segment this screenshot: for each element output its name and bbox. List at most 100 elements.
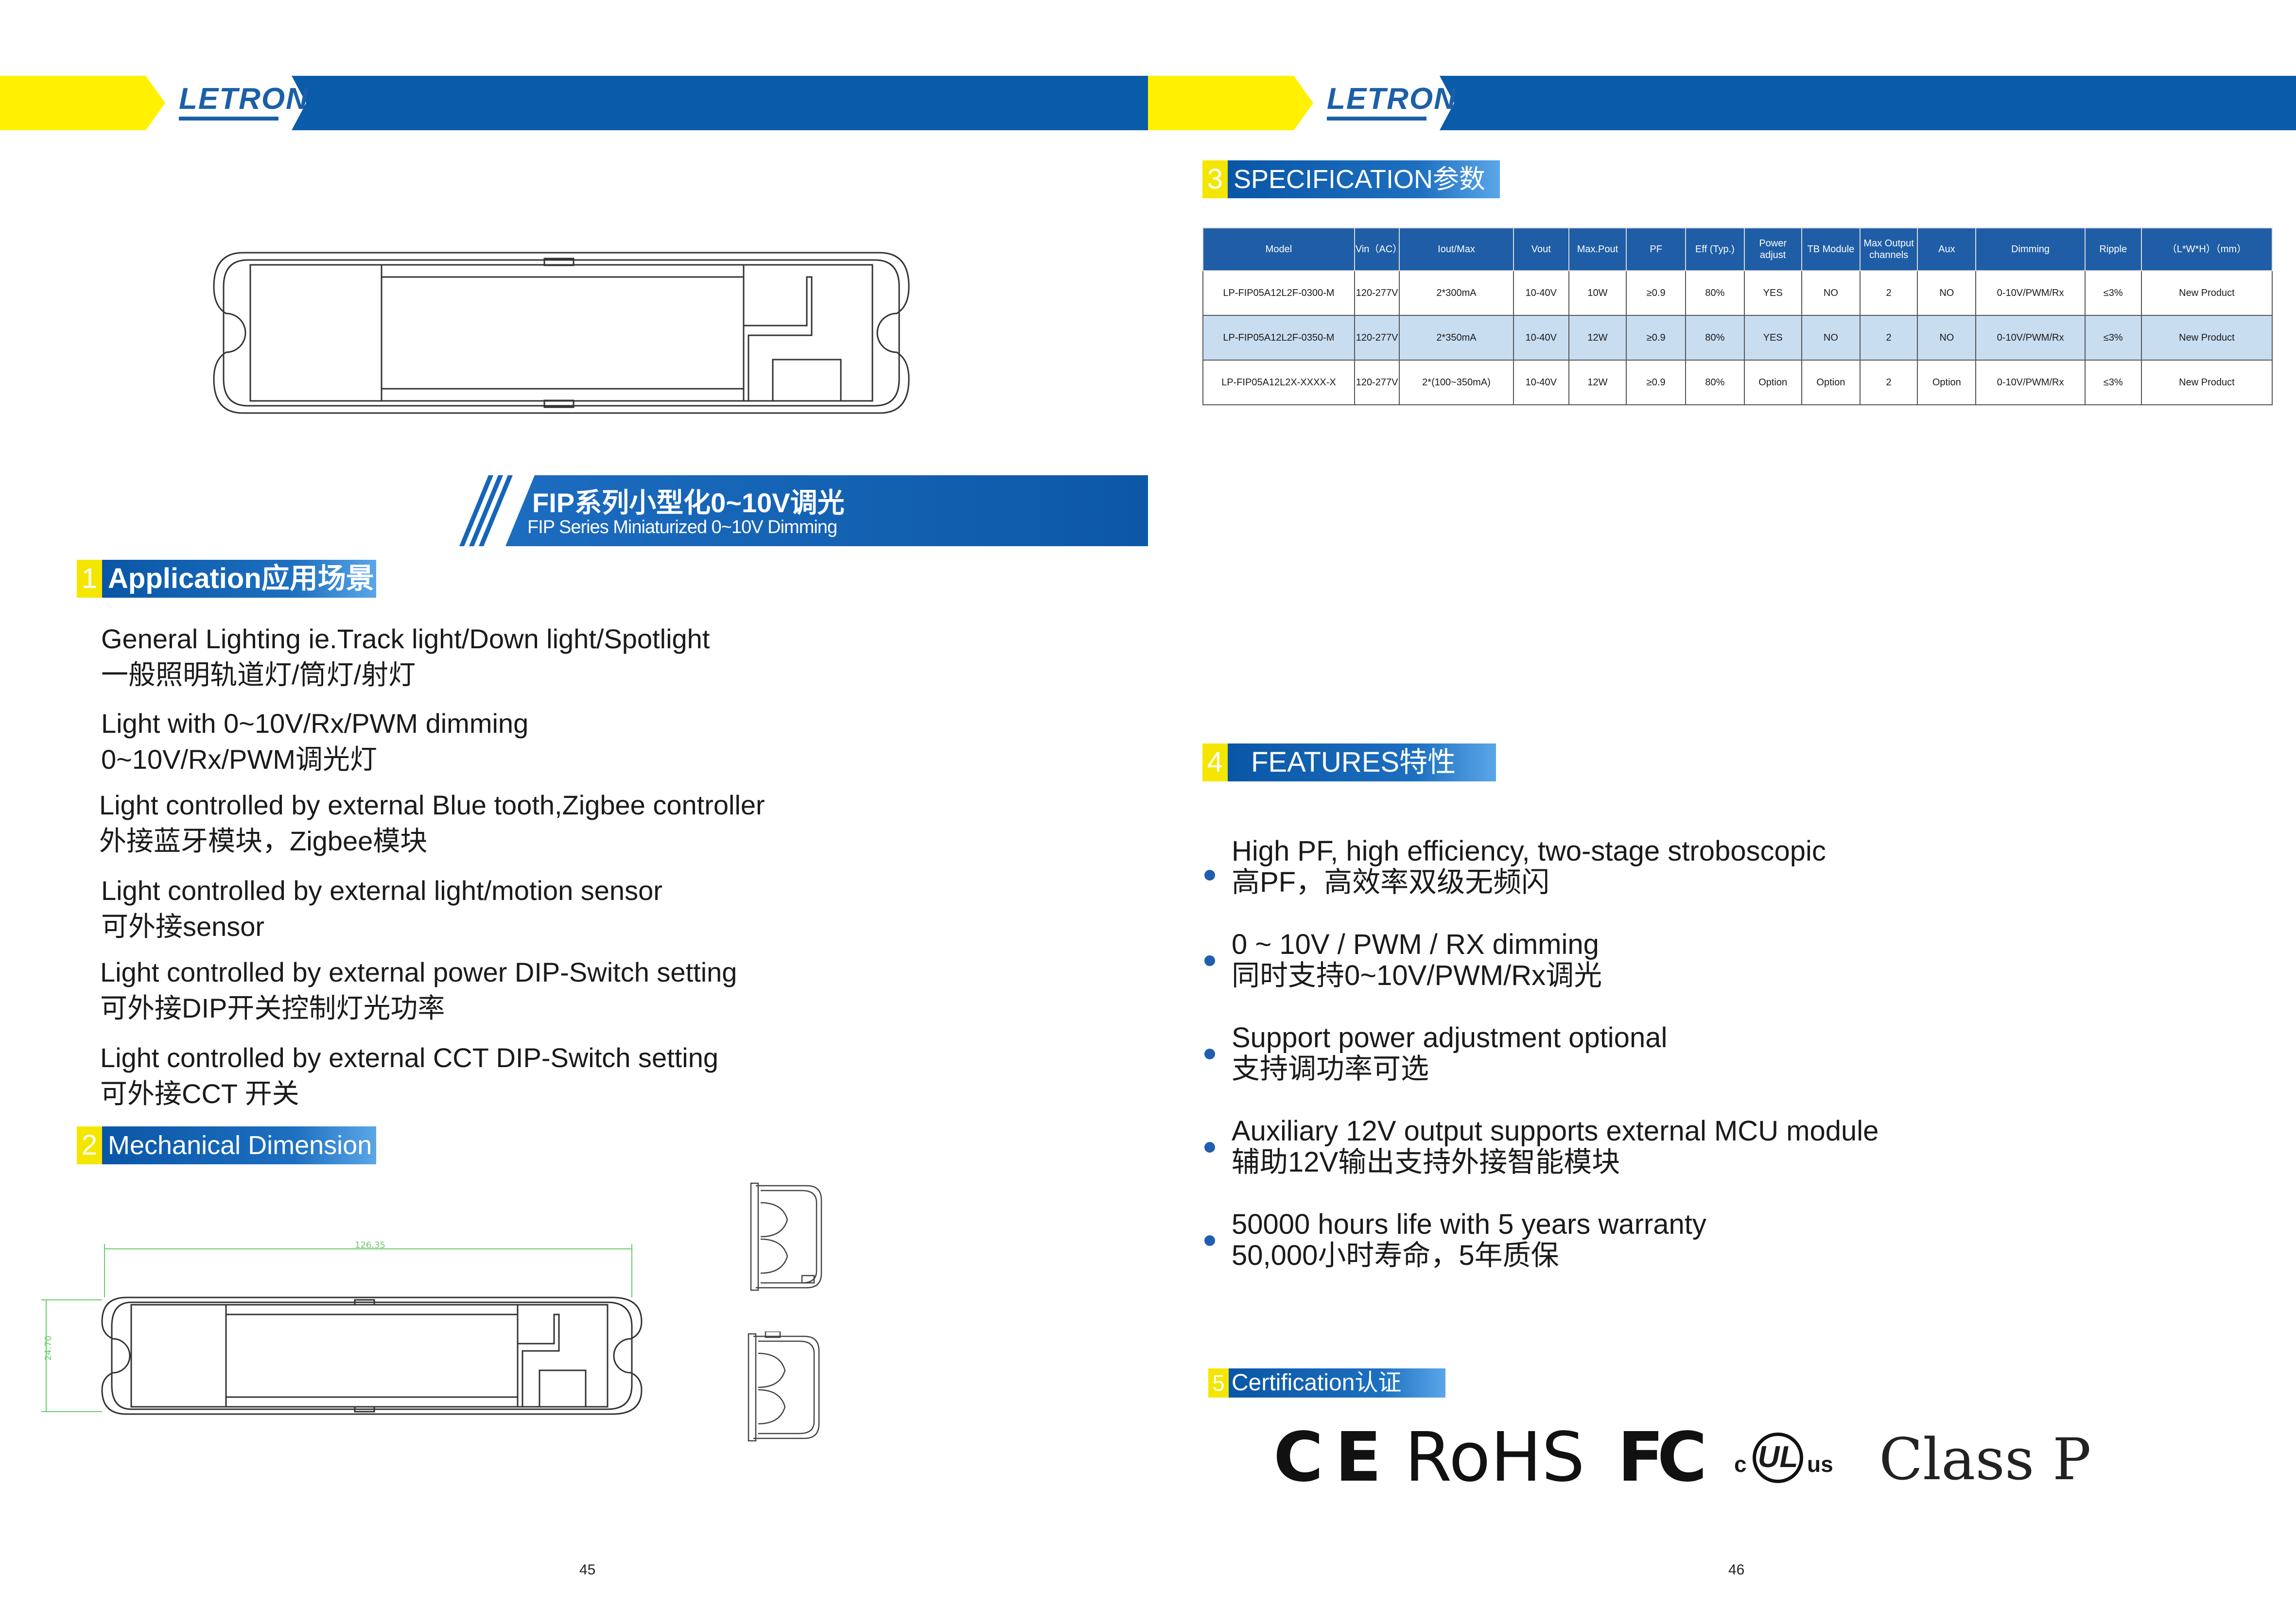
application-item-zh: 外接蓝牙模块，Zigbee模块 bbox=[99, 826, 428, 856]
features-title: FEATURES特性 bbox=[1228, 743, 1496, 781]
spec-cell: 2*(100~350mA) bbox=[1399, 360, 1514, 405]
feature-item-zh: 50,000小时寿命，5年质保 bbox=[1232, 1240, 1559, 1271]
spec-cell: NO bbox=[1917, 315, 1977, 361]
spec-cell: LP-FIP05A12L2F-0350-M bbox=[1202, 315, 1355, 361]
spec-cell: 2 bbox=[1860, 360, 1918, 405]
spec-cell: ≤3% bbox=[2084, 315, 2142, 361]
application-item-en: Light controlled by external Blue tooth,… bbox=[99, 790, 765, 820]
application-item-zh: 一般照明轨道灯/筒灯/射灯 bbox=[101, 659, 416, 690]
bullet-icon bbox=[1204, 1142, 1215, 1153]
application-item-zh: 0~10V/Rx/PWM调光灯 bbox=[101, 744, 377, 775]
header-right-blue bbox=[1440, 76, 2296, 130]
logo-right: LETRON bbox=[1327, 82, 1457, 116]
spec-number: 3 bbox=[1202, 160, 1228, 198]
spec-cell: LP-FIP05A12L2X-XXXX-X bbox=[1202, 360, 1355, 405]
spec-header: Max.Pout bbox=[1568, 227, 1627, 271]
dim-length-label: 126.35 bbox=[355, 1240, 385, 1250]
bullet-icon bbox=[1204, 955, 1215, 966]
spec-cell: YES bbox=[1743, 315, 1802, 361]
spec-cell: ≥0.9 bbox=[1626, 315, 1687, 361]
cul-us-label: us bbox=[1807, 1451, 1833, 1477]
application-item-zh: 可外接DIP开关控制灯光功率 bbox=[100, 993, 445, 1023]
spec-cell: YES bbox=[1743, 270, 1802, 316]
application-item: Light controlled by external power DIP-S… bbox=[100, 954, 737, 1026]
spec-cell: 80% bbox=[1685, 270, 1745, 316]
application-item: Light controlled by external CCT DIP-Swi… bbox=[100, 1040, 718, 1112]
spec-header: Ripple bbox=[2084, 227, 2142, 271]
spec-cell: New Product bbox=[2140, 270, 2273, 316]
feature-item-en: Auxiliary 12V output supports external M… bbox=[1232, 1115, 1879, 1147]
spec-cell: 0-10V/PWM/Rx bbox=[1975, 270, 2086, 316]
class-p-mark: Class P bbox=[1879, 1426, 2091, 1493]
application-item-zh: 可外接sensor bbox=[101, 911, 265, 942]
banner-title: FIP系列小型化0~10V调光 bbox=[532, 487, 845, 518]
spec-header: Vout bbox=[1513, 227, 1569, 271]
header-left-logo-area bbox=[160, 76, 296, 130]
spec-cell: 2 bbox=[1860, 315, 1918, 361]
spec-table-header-row: Model Vin（AC） Iout/Max Vout Max.Pout PF … bbox=[1202, 227, 2273, 271]
spec-cell: 2 bbox=[1860, 270, 1918, 316]
spec-cell: 120-277V bbox=[1354, 360, 1400, 405]
cert-number: 5 bbox=[1208, 1368, 1229, 1398]
feature-item: 50000 hours life with 5 years warranty 5… bbox=[1202, 1209, 1706, 1271]
spec-cell: 2*300mA bbox=[1399, 270, 1514, 316]
spec-header: Dimming bbox=[1975, 227, 2086, 271]
feature-item-en: High PF, high efficiency, two-stage stro… bbox=[1232, 835, 1826, 867]
spec-cell: ≥0.9 bbox=[1626, 360, 1687, 405]
feature-item-en: 50000 hours life with 5 years warranty bbox=[1232, 1209, 1706, 1240]
application-number: 1 bbox=[77, 560, 102, 598]
spec-cell: 0-10V/PWM/Rx bbox=[1975, 315, 2086, 361]
feature-item-zh: 辅助12V输出支持外接智能模块 bbox=[1232, 1146, 1620, 1178]
application-item: Light controlled by external Blue tooth,… bbox=[99, 787, 765, 859]
spec-cell: Option bbox=[1743, 360, 1802, 405]
spec-cell: 10-40V bbox=[1513, 270, 1569, 316]
logo-left: LETRON bbox=[179, 82, 309, 116]
application-item: General Lighting ie.Track light/Down lig… bbox=[101, 621, 710, 693]
spec-header: PF bbox=[1626, 227, 1687, 271]
header-left-yellow bbox=[0, 76, 165, 130]
spec-cell: 80% bbox=[1685, 360, 1745, 405]
features-number: 4 bbox=[1202, 743, 1228, 781]
spec-cell: 12W bbox=[1568, 315, 1627, 361]
side-view-drawing-top bbox=[750, 1182, 822, 1291]
spec-cell: 80% bbox=[1685, 315, 1745, 361]
application-item-en: Light with 0~10V/Rx/PWM dimming bbox=[101, 708, 529, 739]
feature-item-zh: 同时支持0~10V/PWM/Rx调光 bbox=[1232, 960, 1602, 991]
spec-cell: ≤3% bbox=[2084, 270, 2142, 316]
spec-cell: New Product bbox=[2140, 315, 2273, 361]
spec-cell: LP-FIP05A12L2F-0300-M bbox=[1202, 270, 1355, 316]
spec-title: SPECIFICATION参数 bbox=[1228, 160, 1500, 198]
feature-item-zh: 支持调功率可选 bbox=[1232, 1053, 1429, 1085]
spec-cell: 12W bbox=[1568, 360, 1627, 405]
spec-cell: 10W bbox=[1568, 270, 1627, 316]
mechanical-title: Mechanical Dimension bbox=[102, 1126, 376, 1164]
spec-cell: 120-277V bbox=[1354, 270, 1400, 316]
application-item: Light controlled by external light/motio… bbox=[101, 873, 662, 945]
logo-right-underline bbox=[1327, 117, 1426, 121]
logo-left-underline bbox=[179, 117, 278, 121]
mechanical-dimension-drawing: 126.35 24.70 bbox=[41, 1240, 643, 1415]
header-right-yellow bbox=[1148, 76, 1313, 130]
spec-cell: Option bbox=[1917, 360, 1977, 405]
banner-subtitle: FIP Series Miniaturized 0~10V Dimming bbox=[527, 517, 837, 537]
banner bbox=[505, 475, 1148, 546]
application-item-en: Light controlled by external power DIP-S… bbox=[100, 957, 737, 987]
page-number-right: 46 bbox=[1728, 1562, 1745, 1578]
spec-cell: 0-10V/PWM/Rx bbox=[1975, 360, 2086, 405]
bullet-icon bbox=[1204, 1235, 1215, 1246]
spec-header: Model bbox=[1202, 227, 1355, 271]
feature-item-en: 0 ~ 10V / PWM / RX dimming bbox=[1232, 929, 1599, 960]
feature-item-en: Support power adjustment optional bbox=[1232, 1022, 1668, 1054]
feature-item: High PF, high efficiency, two-stage stro… bbox=[1202, 836, 1826, 898]
spec-cell: 2*350mA bbox=[1399, 315, 1514, 361]
spec-cell: ≥0.9 bbox=[1626, 270, 1687, 316]
spec-table-row: LP-FIP05A12L2F-0300-M 120-277V 2*300mA 1… bbox=[1202, 270, 2273, 316]
spec-cell: NO bbox=[1801, 315, 1861, 361]
side-view-drawing-bottom bbox=[748, 1331, 820, 1442]
spec-header: Vin（AC） bbox=[1354, 227, 1402, 271]
product-top-view-drawing bbox=[213, 252, 910, 414]
application-item-en: Light controlled by external CCT DIP-Swi… bbox=[100, 1042, 718, 1073]
spec-header: （L*W*H）（mm） bbox=[2140, 227, 2273, 271]
spec-header: Aux bbox=[1917, 227, 1977, 271]
ul-circle: UL bbox=[1753, 1433, 1803, 1483]
